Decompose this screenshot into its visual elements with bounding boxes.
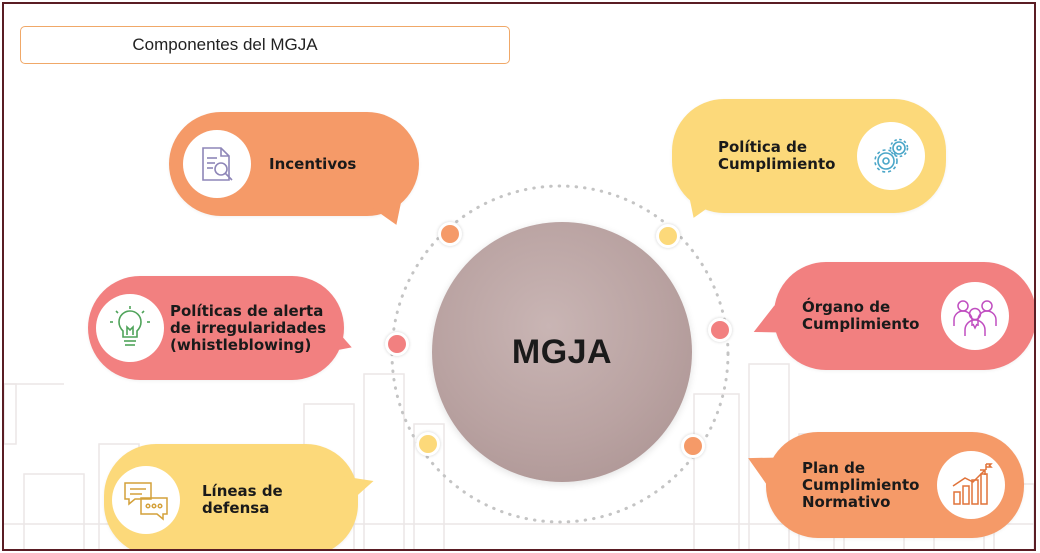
node-politicas-alerta: Políticas de alerta de irregularidades (… [88,276,357,380]
diagram-title: Componentes del MGJA [132,35,318,54]
ring-dot-bottom-right [681,434,705,458]
chat-bubbles-icon [112,466,180,534]
ring-dot-right [708,318,732,342]
title-box: Componentes del MGJA [20,26,510,64]
node-plan-cumplimiento: Plan de Cumplimiento Normativo [740,432,1024,538]
document-search-icon [183,130,251,198]
center-circle: MGJA [432,222,692,482]
node-label: Líneas de defensa [202,482,283,517]
people-group-icon [941,282,1010,350]
node-label: Órgano de Cumplimiento [802,298,920,333]
ring-dot-top-left [438,222,462,246]
ring-dot-top-right [656,224,680,248]
ring-dot-bottom-left [416,432,440,456]
node-organo-cumplimiento: Órgano de Cumplimiento [747,262,1034,370]
node-label: Plan de Cumplimiento Normativo [802,458,920,511]
node-label: Política de Cumplimiento [718,138,836,173]
ring-dot-left [385,332,409,356]
growth-chart-icon [937,451,1006,519]
node-label: Incentivos [269,154,357,173]
node-lineas-defensa: Líneas de defensa [104,444,378,549]
lightbulb-icon [96,294,164,362]
node-politica-cumplimiento: Política de Cumplimiento [672,99,946,225]
gears-icon [857,122,926,190]
node-label: Políticas de alerta de irregularidades (… [170,301,327,354]
center-label: MGJA [511,332,613,371]
node-incentivos: Incentivos [169,112,419,232]
